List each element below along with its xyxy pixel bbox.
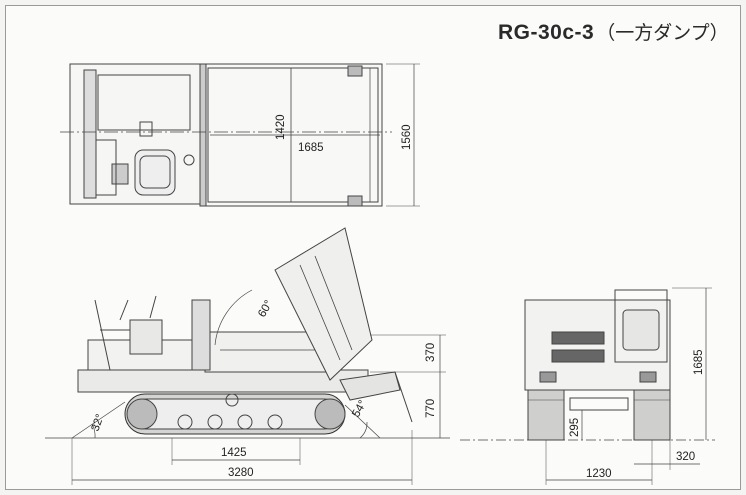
rear-undercarriage <box>569 397 629 411</box>
side-ramp-arm <box>394 371 413 423</box>
rear-lamp-right <box>639 371 657 383</box>
top-engine-hood <box>97 74 191 131</box>
side-lever-1 <box>119 299 129 321</box>
label-1685: 1685 <box>298 142 324 154</box>
side-idler <box>314 398 346 430</box>
label-angle-32: 32° <box>90 413 107 433</box>
side-roller-4 <box>267 414 283 430</box>
side-rear-ramp <box>339 371 401 401</box>
top-filler-cap <box>139 121 153 137</box>
top-knob <box>183 154 195 166</box>
label-1560: 1560 <box>401 124 413 150</box>
rear-grille-1 <box>551 331 605 345</box>
top-step <box>95 139 117 196</box>
side-dump-cylinder <box>299 264 341 361</box>
label-320: 320 <box>676 451 695 463</box>
side-arc-54 <box>359 421 368 439</box>
side-roller-1 <box>177 414 193 430</box>
label-770: 770 <box>425 399 437 418</box>
model-variant: （一方ダンプ） <box>596 23 729 44</box>
top-seat <box>134 149 176 196</box>
top-bed-latch-lower <box>347 195 363 207</box>
rear-view <box>460 287 715 485</box>
label-angle-54: 54° <box>350 398 369 419</box>
side-arc-32 <box>91 423 96 439</box>
rear-rops-cage <box>614 289 668 363</box>
label-3280: 3280 <box>228 467 254 479</box>
side-departure-line <box>344 404 381 439</box>
rear-track-right <box>633 389 671 441</box>
label-295: 295 <box>569 418 581 437</box>
rear-lamp-left <box>539 371 557 383</box>
side-track-inner <box>130 398 340 430</box>
top-left-rail <box>83 69 97 199</box>
label-1230: 1230 <box>586 468 612 480</box>
side-dump-cylinder-2 <box>314 255 353 351</box>
side-dump-bed <box>274 227 373 381</box>
side-main-frame <box>77 369 369 393</box>
label-angle-60: 60° <box>256 298 275 319</box>
side-rear-post <box>191 299 211 371</box>
top-view <box>60 63 420 207</box>
side-view <box>45 227 450 485</box>
top-seat-cushion <box>139 155 171 189</box>
side-roller-2 <box>207 414 223 430</box>
top-control-lever <box>111 163 129 185</box>
top-bed-hinge <box>199 63 207 207</box>
label-1420: 1420 <box>275 114 287 140</box>
rear-grille-2 <box>551 349 605 363</box>
side-lever-2 <box>149 295 157 319</box>
side-arc-60 <box>214 289 253 346</box>
drawing-title: RG-30c-3（一方ダンプ） <box>498 18 729 45</box>
rear-seat-back <box>622 309 660 351</box>
label-370: 370 <box>425 343 437 362</box>
rear-track-left <box>527 389 565 441</box>
side-carrier-roller <box>225 393 239 407</box>
side-approach-line <box>71 401 126 439</box>
label-1425: 1425 <box>221 447 247 459</box>
model-name: RG-30c-3 <box>498 21 595 44</box>
side-guard-front <box>94 299 111 371</box>
label-rear-1685: 1685 <box>693 349 705 375</box>
side-seat <box>129 319 163 355</box>
side-sprocket <box>126 398 158 430</box>
top-bed-latch-upper <box>347 65 363 77</box>
side-roller-3 <box>237 414 253 430</box>
